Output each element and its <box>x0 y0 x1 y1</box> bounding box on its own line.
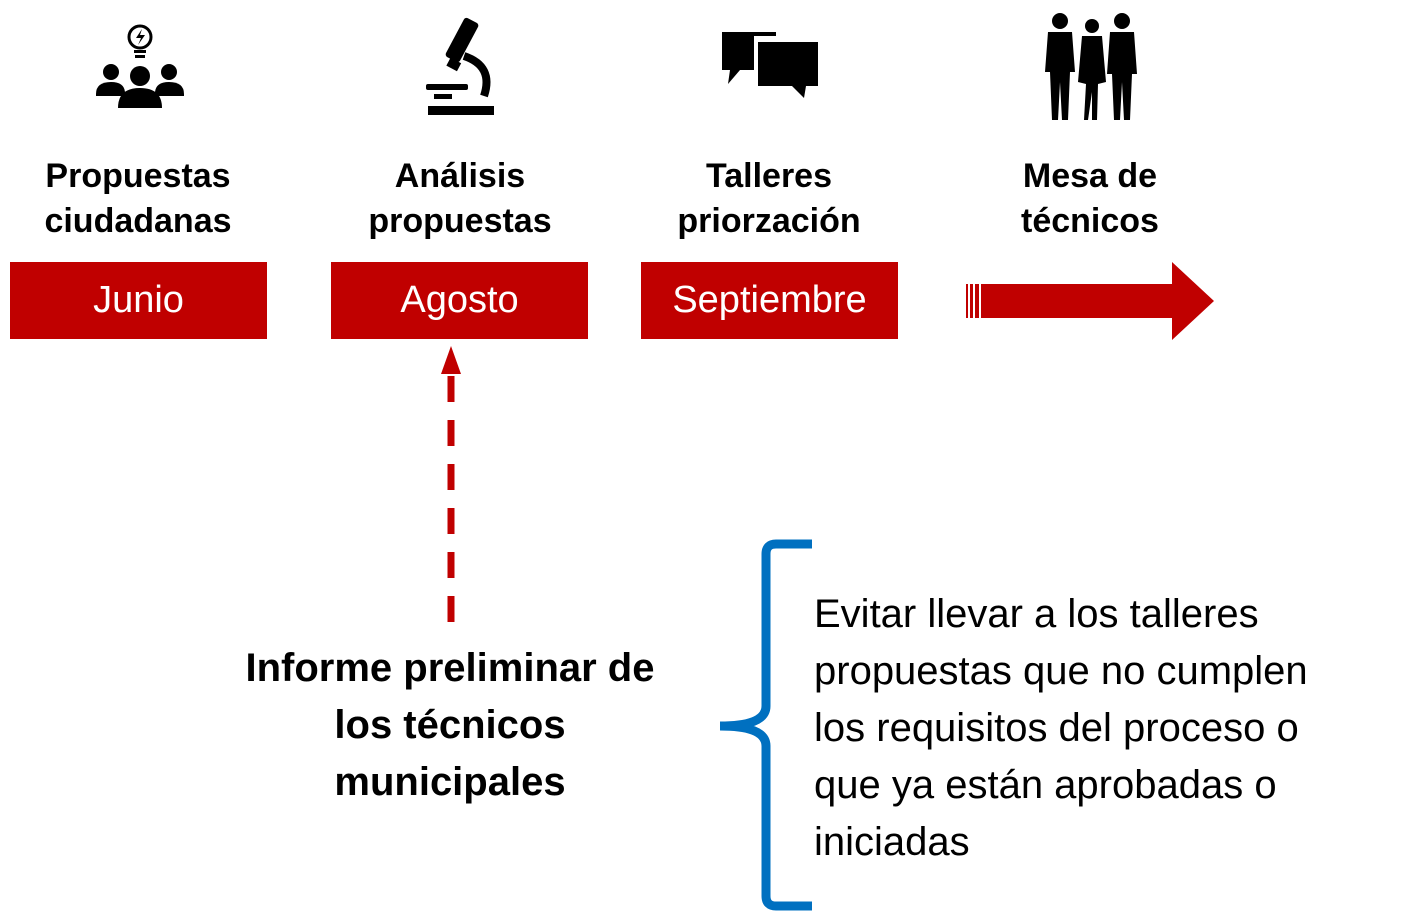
note-text: Evitar llevar a los talleres propuestas … <box>814 592 1308 864</box>
people-idea-icon <box>96 24 184 108</box>
timeline-arrow <box>966 262 1214 340</box>
month-box-septiembre: Septiembre <box>641 262 898 339</box>
month-label: Agosto <box>400 279 519 321</box>
chat-bubbles-icon <box>722 32 818 98</box>
month-label: Septiembre <box>672 279 867 321</box>
business-people-icon <box>1045 13 1137 120</box>
dashed-up-arrow <box>441 346 461 626</box>
month-box-agosto: Agosto <box>331 262 588 339</box>
report-label: Informe preliminar de los técnicos munic… <box>245 646 655 804</box>
microscope-icon <box>426 17 494 115</box>
month-box-junio: Junio <box>10 262 267 339</box>
curly-brace <box>719 539 812 911</box>
month-label: Junio <box>93 279 184 321</box>
